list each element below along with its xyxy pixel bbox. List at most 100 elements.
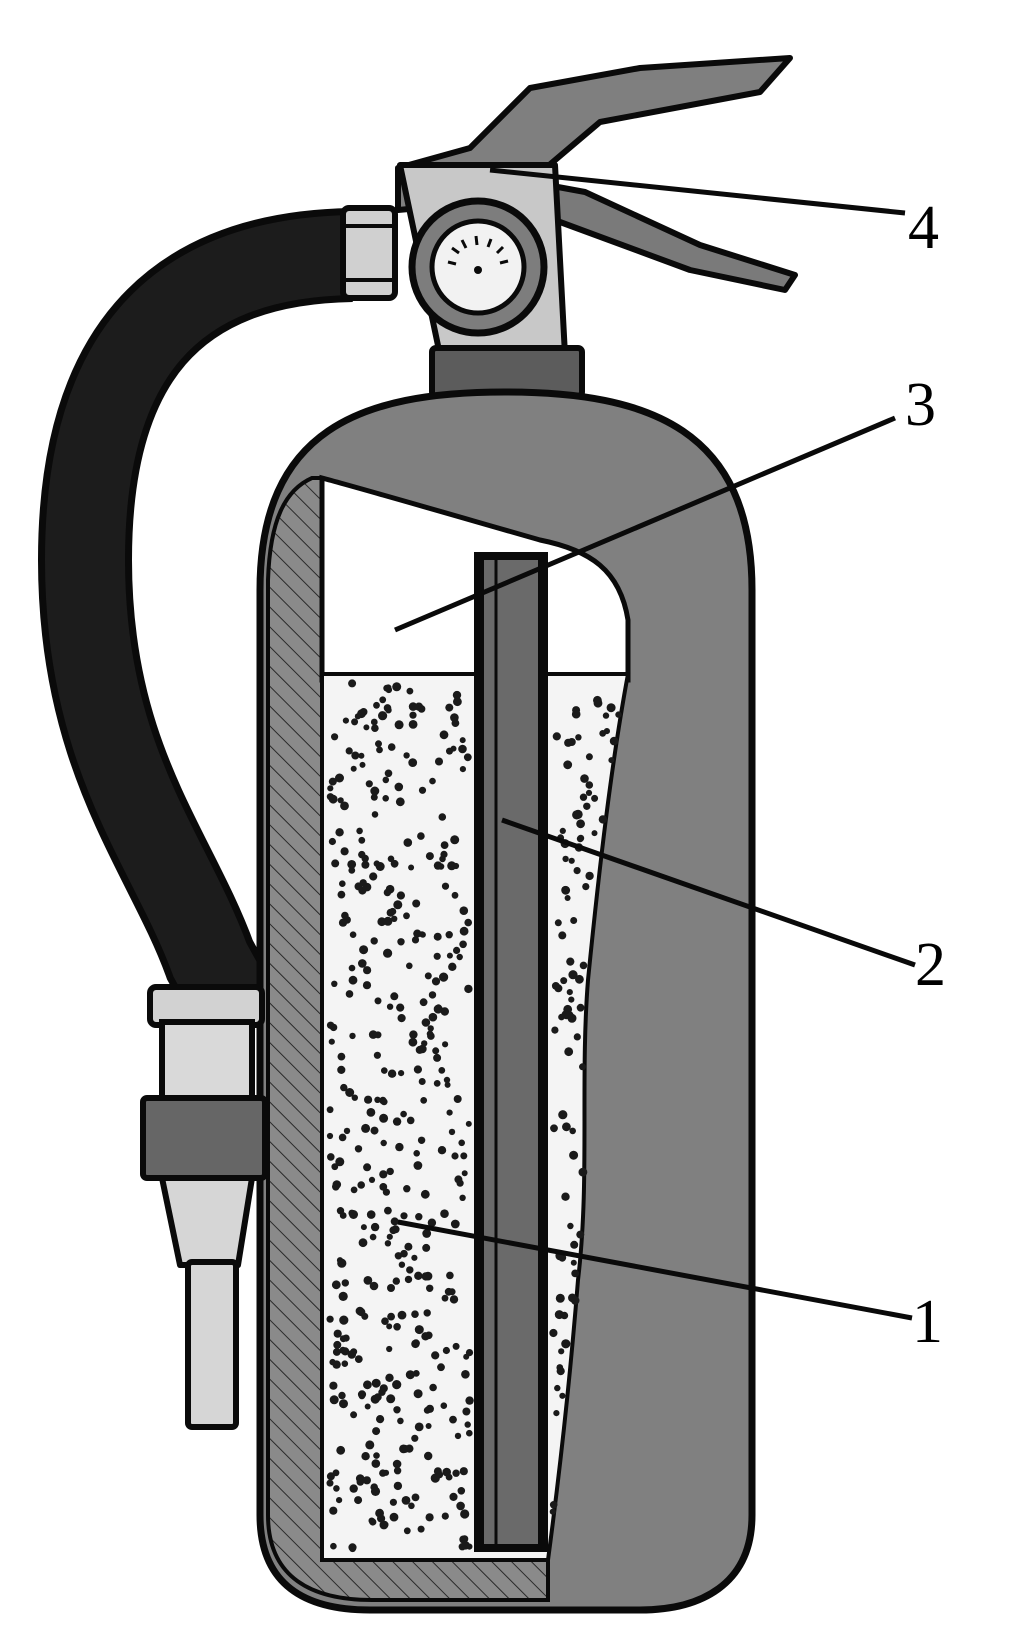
powder-dot	[337, 797, 344, 804]
powder-dot	[450, 1219, 460, 1229]
powder-dot	[420, 1189, 430, 1199]
powder-dot	[403, 912, 410, 920]
powder-dot	[406, 962, 413, 970]
powder-dot	[366, 1108, 376, 1117]
powder-dot	[328, 794, 338, 804]
callout-label-4: 4	[908, 194, 939, 262]
powder-dot	[374, 997, 382, 1005]
powder-dot	[361, 1312, 369, 1320]
powder-dot	[461, 1541, 470, 1550]
powder-dot	[459, 737, 466, 744]
powder-dot	[576, 1003, 585, 1012]
powder-dot	[459, 940, 467, 949]
powder-dot	[326, 1106, 334, 1114]
powder-dot	[438, 813, 447, 821]
powder-dot	[591, 794, 599, 802]
powder-dot	[379, 1183, 388, 1191]
powder-dot	[456, 953, 463, 961]
powder-dot	[335, 1157, 345, 1167]
powder-dot	[573, 867, 581, 875]
powder-dot	[393, 1467, 402, 1475]
powder-dot	[431, 1351, 440, 1360]
powder-dot	[433, 1004, 443, 1014]
powder-dot	[397, 938, 405, 946]
powder-dot	[373, 701, 380, 709]
powder-dot	[408, 702, 418, 711]
powder-dot	[578, 1167, 588, 1177]
powder-dot	[361, 1123, 371, 1133]
powder-dot	[345, 990, 354, 998]
powder-dot	[381, 1317, 389, 1325]
powder-dot	[396, 1003, 405, 1012]
powder-dot	[465, 1396, 474, 1405]
nozzle-cone	[159, 1175, 255, 1268]
powder-dot	[398, 1261, 406, 1268]
powder-dot	[339, 1335, 347, 1343]
hose	[44, 215, 354, 1020]
powder-dot	[421, 1018, 431, 1027]
powder-dot	[339, 1399, 348, 1409]
powder-dot	[370, 937, 378, 945]
powder-dot	[397, 1014, 406, 1023]
powder-dot	[365, 780, 373, 788]
powder-dot	[386, 1345, 393, 1353]
powder-dot	[357, 1390, 367, 1399]
powder-dot	[359, 945, 369, 955]
powder-dot	[358, 1238, 368, 1248]
powder-dot	[326, 1021, 335, 1029]
powder-dot	[425, 852, 434, 861]
powder-dot	[394, 782, 404, 792]
powder-dot	[369, 1233, 377, 1241]
powder-dot	[459, 766, 466, 773]
powder-dot	[390, 1217, 399, 1226]
powder-dot	[348, 1543, 357, 1552]
powder-dot	[559, 1392, 566, 1399]
powder-dot	[453, 1095, 462, 1103]
powder-dot	[355, 1306, 365, 1316]
powder-dot	[447, 861, 457, 871]
powder-dot	[459, 1467, 468, 1476]
powder-dot	[358, 836, 366, 844]
powder-dot	[349, 1210, 358, 1219]
powder-dot	[332, 1183, 340, 1191]
powder-dot	[411, 1254, 418, 1261]
powder-dot	[564, 895, 571, 901]
powder-dot	[332, 1348, 341, 1356]
powder-dot	[424, 1451, 433, 1461]
powder-dot	[591, 830, 598, 837]
powder-dot	[338, 1391, 346, 1400]
powder-dot	[387, 1069, 397, 1078]
powder-dot	[577, 834, 585, 842]
powder-dot	[567, 1222, 574, 1230]
powder-dot	[422, 1229, 432, 1238]
powder-dot	[579, 1063, 586, 1071]
powder-dot	[383, 888, 392, 897]
powder-dot	[415, 1213, 423, 1221]
powder-dot	[433, 952, 441, 960]
powder-dot	[585, 781, 594, 789]
powder-dot	[585, 753, 593, 761]
powder-dot	[408, 758, 418, 767]
powder-dot	[406, 1116, 415, 1125]
powder-dot	[437, 1363, 445, 1372]
powder-dot	[338, 1291, 348, 1301]
powder-dot	[339, 880, 346, 887]
powder-dot	[456, 1501, 465, 1511]
powder-dot	[568, 970, 578, 980]
powder-dot	[326, 1472, 335, 1481]
powder-dot	[331, 980, 338, 987]
powder-dot	[429, 777, 436, 785]
powder-dot	[449, 1295, 459, 1304]
powder-particles	[326, 679, 622, 1553]
powder-dot	[440, 1402, 448, 1409]
powder-dot	[450, 835, 460, 845]
powder-dot	[418, 786, 427, 794]
powder-dot	[384, 769, 393, 778]
powder-dot	[336, 1207, 345, 1215]
powder-dot	[570, 1296, 580, 1305]
powder-dot	[573, 1033, 581, 1041]
leader-line-4	[489, 167, 906, 216]
powder-dot	[439, 972, 449, 982]
powder-dot	[397, 1310, 407, 1320]
